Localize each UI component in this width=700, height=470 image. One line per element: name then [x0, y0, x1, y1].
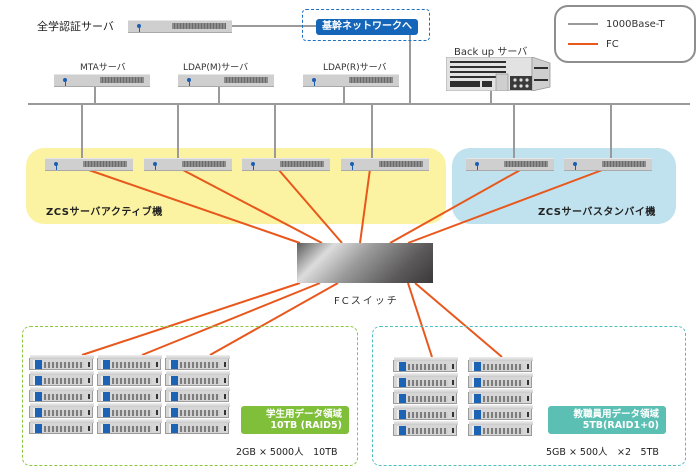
student-disk-stack-1[interactable]: [29, 354, 94, 436]
core-network-group: [302, 9, 430, 41]
zcs-standby-server-1[interactable]: [466, 158, 554, 171]
zcs-active-server-1[interactable]: [45, 158, 133, 171]
staff-capacity-text: 5GB × 500人 ×2 5TB: [546, 447, 659, 458]
disk-enclosure-icon: [165, 419, 230, 434]
fc-standby-2: [407, 168, 606, 244]
core-network-label[interactable]: 基幹ネットワークへ: [316, 19, 418, 35]
student-raid-capacity: 10TB (RAID5): [270, 420, 342, 431]
disk-enclosure-icon: [97, 387, 162, 402]
ldap-m-server-label: LDAP(M)サーバ: [183, 63, 249, 73]
auth-server-label: 全学認証サーバ: [37, 20, 114, 33]
fc-staff-2: [414, 282, 503, 358]
fc-student-3: [209, 282, 339, 356]
disk-enclosure-icon: [29, 403, 94, 418]
student-raid-title: 学生用データ領域: [265, 409, 342, 420]
fc-switch-label: FCスイッチ: [334, 296, 399, 307]
fc-student-1: [81, 282, 301, 356]
disk-enclosure-icon: [468, 373, 533, 388]
mta-server-label: MTAサーバ: [80, 63, 126, 73]
disk-enclosure-icon: [468, 421, 533, 436]
ldap-r-server[interactable]: [303, 74, 399, 87]
ethernet-links: [28, 25, 690, 158]
disk-enclosure-icon: [393, 421, 458, 436]
student-disk-stack-2[interactable]: [97, 354, 162, 436]
disk-enclosure-icon: [393, 357, 458, 372]
disk-enclosure-icon: [29, 419, 94, 434]
zcs-active-server-4[interactable]: [341, 158, 429, 171]
gray-line-swatch-icon: [568, 23, 598, 25]
fc-active-3: [277, 168, 343, 244]
fc-active-1: [85, 168, 301, 244]
staff-disk-stack-1[interactable]: [393, 356, 458, 438]
mta-server[interactable]: [54, 74, 150, 87]
zcs-standby-server-2[interactable]: [564, 158, 652, 171]
disk-enclosure-icon: [393, 373, 458, 388]
student-capacity-text: 2GB × 5000人 10TB: [236, 447, 338, 458]
orange-line-swatch-icon: [568, 43, 598, 45]
zcs-active-label: ZCSサーバアクティブ機: [46, 207, 163, 218]
disk-enclosure-icon: [165, 371, 230, 386]
student-storage-zone: [22, 326, 358, 466]
staff-raid-capacity: 5TB(RAID1+0): [582, 420, 659, 431]
disk-enclosure-icon: [29, 371, 94, 386]
disk-enclosure-icon: [393, 405, 458, 420]
ldap-r-server-label: LDAP(R)サーバ: [323, 63, 387, 73]
fc-student-2: [141, 282, 321, 356]
staff-disk-stack-2[interactable]: [468, 356, 533, 438]
disk-enclosure-icon: [468, 357, 533, 372]
zcs-standby-label: ZCSサーバスタンバイ機: [538, 207, 656, 218]
disk-enclosure-icon: [468, 405, 533, 420]
backup-server-icon[interactable]: [446, 57, 556, 91]
port-panel-icon: [172, 23, 226, 29]
fc-active-4: [359, 168, 371, 244]
zcs-active-server-2[interactable]: [144, 158, 232, 171]
student-raid-badge: 学生用データ領域 10TB (RAID5): [241, 406, 349, 434]
fc-switch[interactable]: [297, 243, 433, 283]
ldap-m-server[interactable]: [178, 74, 274, 87]
disk-enclosure-icon: [165, 355, 230, 370]
disk-enclosure-icon: [165, 403, 230, 418]
backup-server-label: Back up サーバ: [454, 47, 528, 58]
fc-links: [81, 168, 606, 358]
staff-storage-zone: [372, 326, 686, 466]
disk-enclosure-icon: [468, 389, 533, 404]
disk-enclosure-icon: [29, 355, 94, 370]
staff-raid-title: 教職員用データ領域: [573, 409, 659, 420]
zcs-active-server-3[interactable]: [242, 158, 330, 171]
fc-standby-1: [389, 168, 523, 244]
student-disk-stack-3[interactable]: [165, 354, 230, 436]
legend-item-ethernet: 1000Base-T: [568, 19, 665, 30]
disk-enclosure-icon: [165, 387, 230, 402]
disk-enclosure-icon: [97, 371, 162, 386]
disk-enclosure-icon: [97, 419, 162, 434]
disk-enclosure-icon: [393, 389, 458, 404]
staff-raid-badge: 教職員用データ領域 5TB(RAID1+0): [548, 406, 666, 434]
legend: 1000Base-T FC: [554, 5, 696, 63]
led-icon: [137, 24, 141, 28]
fc-active-2: [180, 168, 323, 244]
fc-staff-1: [407, 282, 433, 358]
disk-enclosure-icon: [29, 387, 94, 402]
auth-server[interactable]: [128, 20, 232, 33]
legend-item-fc: FC: [568, 39, 619, 50]
disk-enclosure-icon: [97, 355, 162, 370]
disk-enclosure-icon: [97, 403, 162, 418]
